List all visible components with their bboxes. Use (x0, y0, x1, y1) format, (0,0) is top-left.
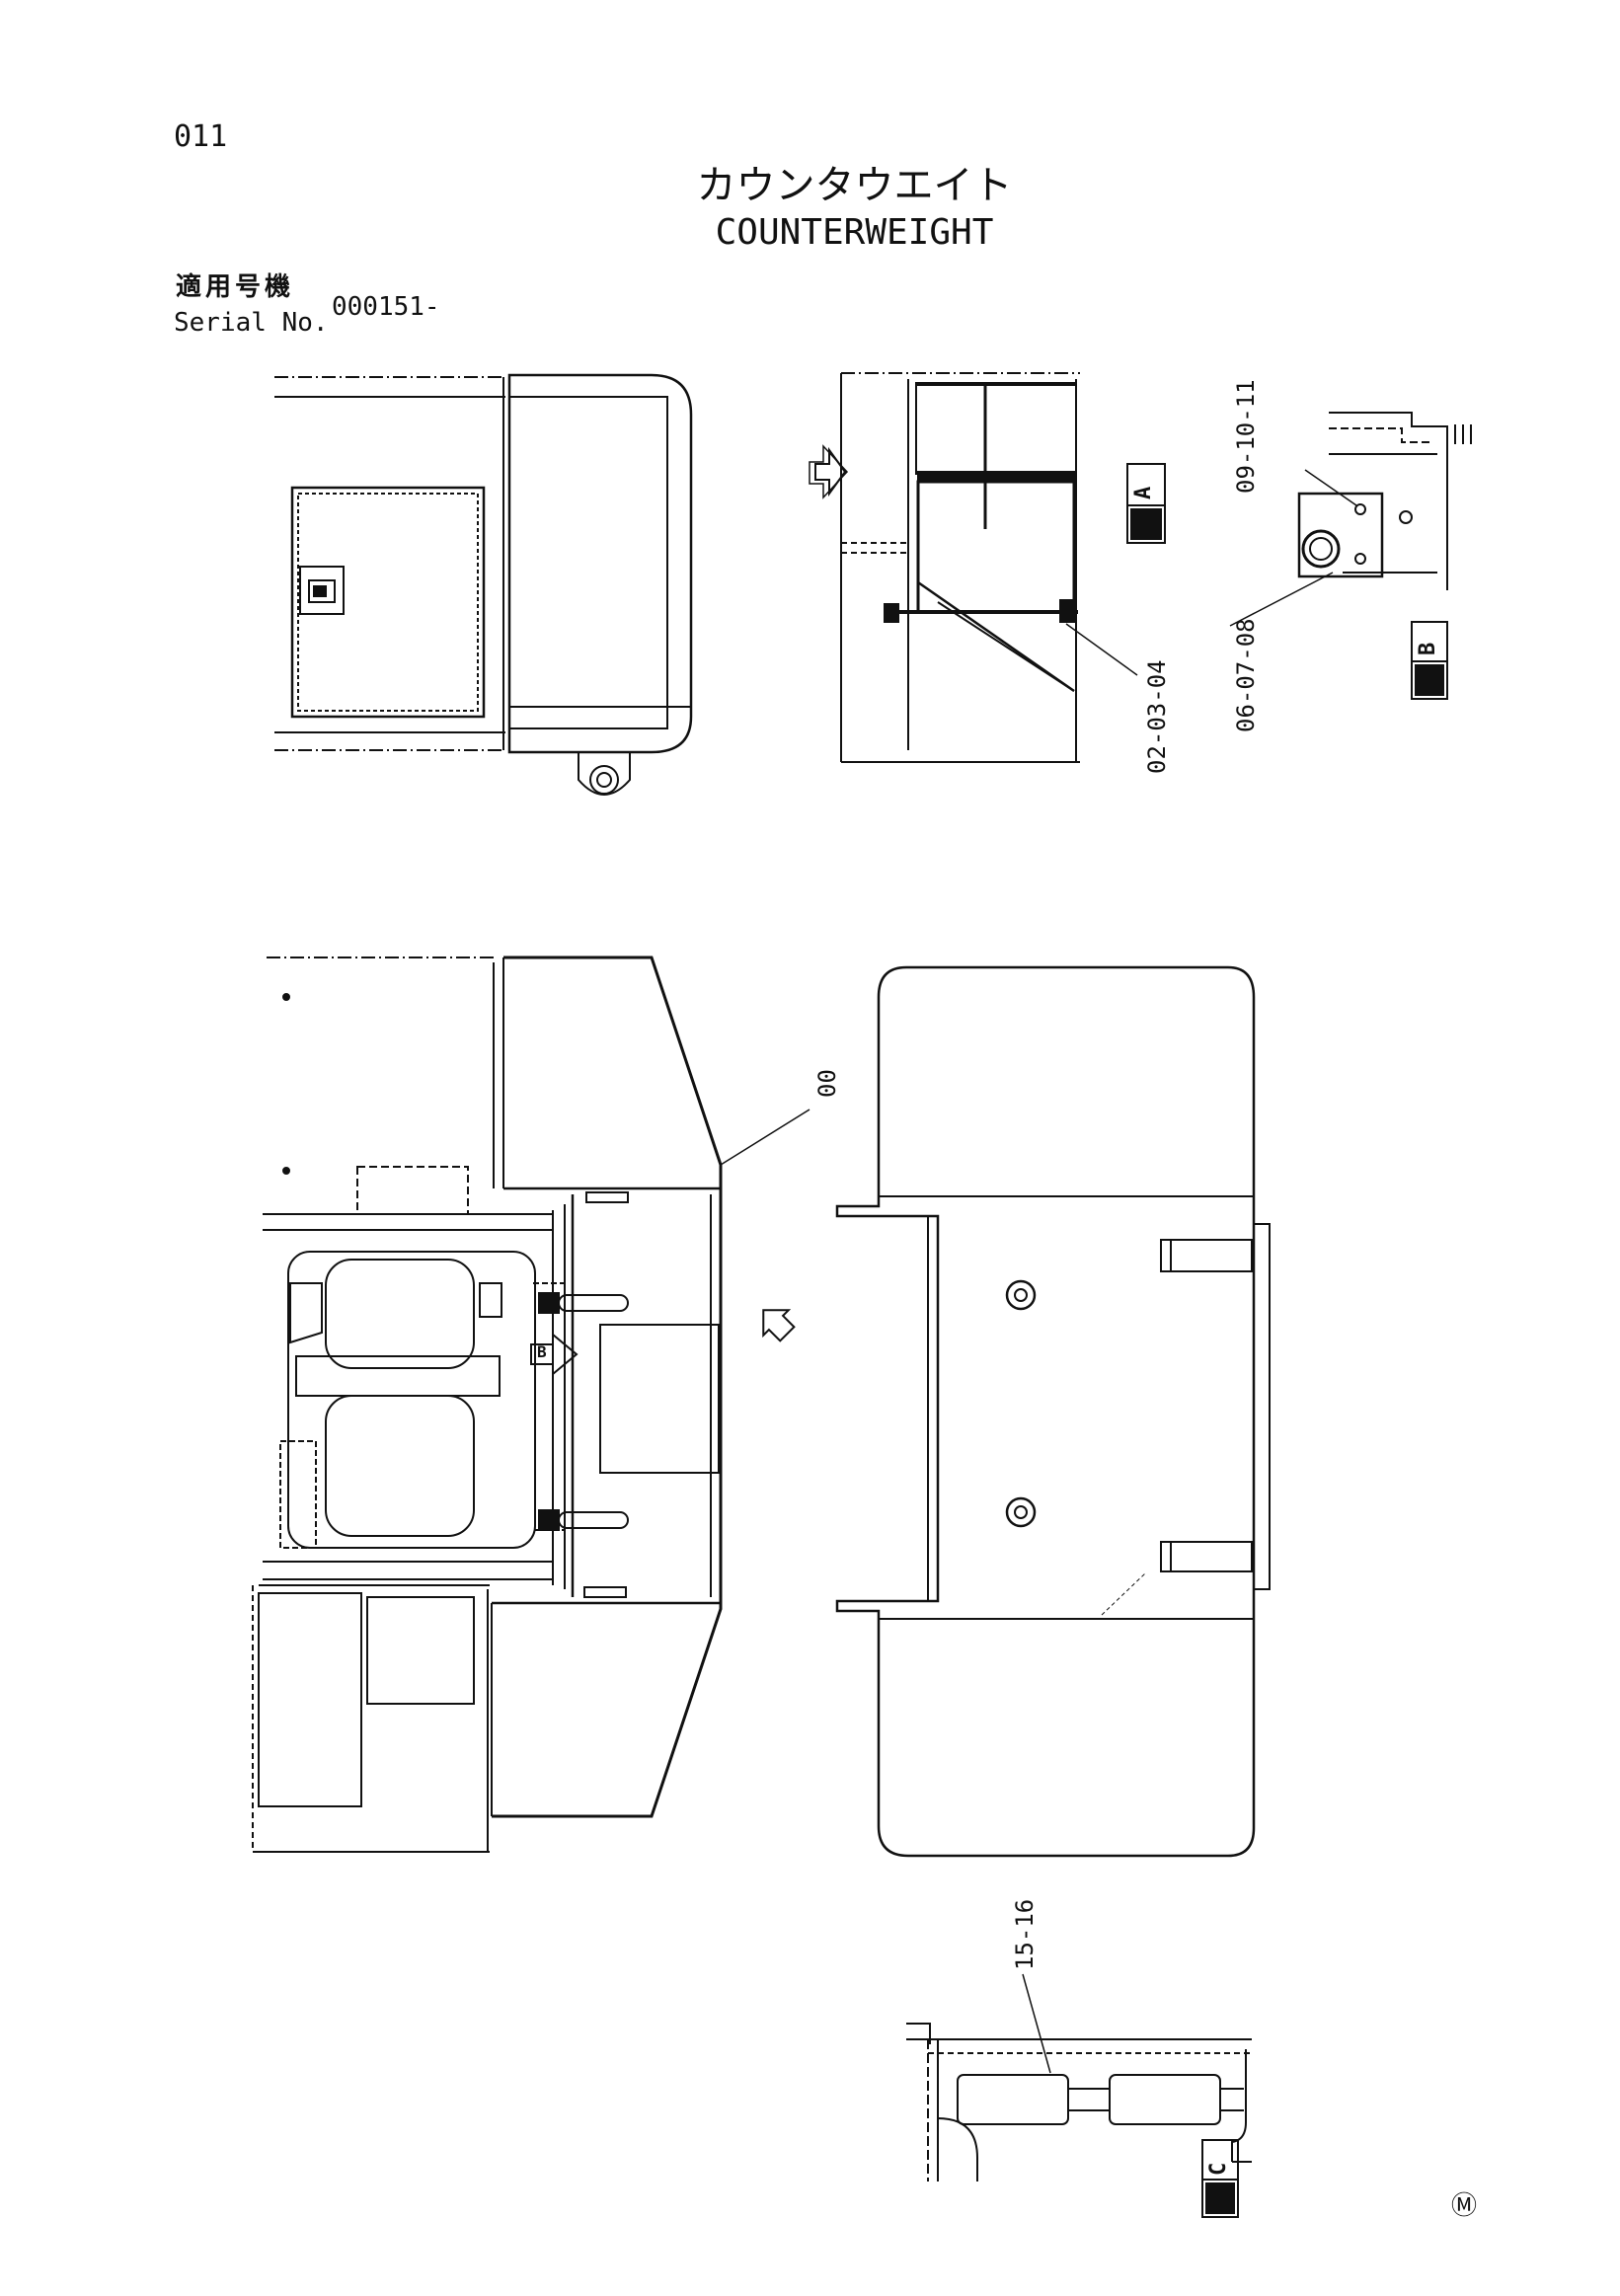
plan-view (252, 956, 810, 1853)
section-a-tag (1126, 463, 1166, 544)
section-c-view (906, 1973, 1252, 2181)
section-b-letter: B (1416, 642, 1440, 655)
page-number: 011 (174, 119, 228, 154)
serial-label-english: Serial No. (174, 308, 329, 338)
section-c-letter: C (1206, 2162, 1231, 2176)
serial-value: 000151- (332, 292, 440, 322)
m-mark: Ⓜ (1451, 2191, 1478, 2221)
section-c-tag (1201, 2139, 1239, 2218)
callout-06-07-08: 06-07-08 (1232, 618, 1260, 732)
rear-view (274, 373, 693, 796)
callout-02-03-04: 02-03-04 (1143, 659, 1171, 774)
title-english: COUNTERWEIGHT (715, 212, 994, 253)
callout-15-16: 15-16 (1011, 1898, 1039, 1970)
view-b-marker: B (537, 1342, 547, 1361)
serial-label-japanese: 適用号機 (176, 272, 295, 302)
callout-09-10-11: 09-10-11 (1232, 379, 1260, 494)
section-a-letter: A (1131, 486, 1156, 499)
callout-00: 00 (813, 1069, 841, 1098)
section-a-view (809, 372, 1138, 763)
section-b-view (1229, 412, 1472, 627)
counterweight-top-view (835, 965, 1271, 1858)
section-b-tag (1411, 621, 1448, 700)
title-japanese: カウンタウエイト (696, 163, 1013, 208)
